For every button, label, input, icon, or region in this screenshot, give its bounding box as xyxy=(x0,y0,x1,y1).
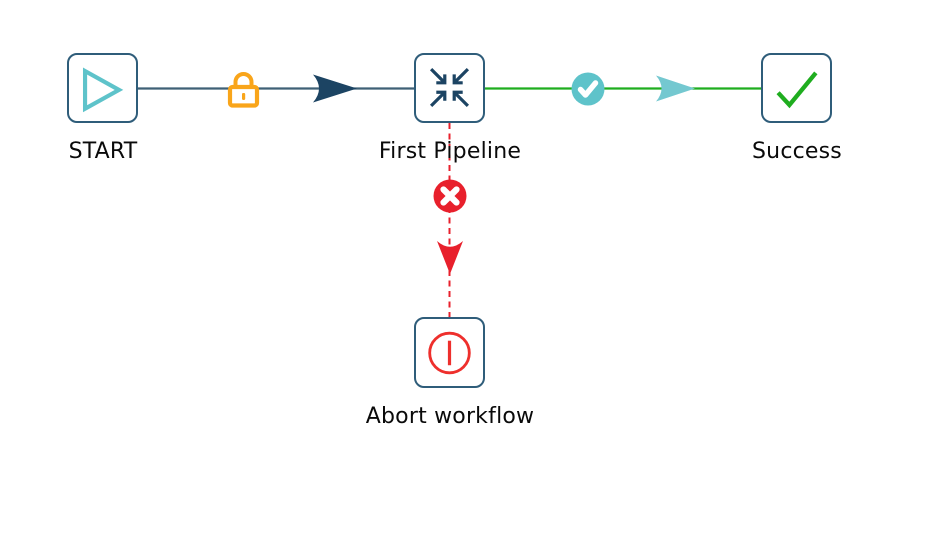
lock-icon[interactable] xyxy=(227,72,260,108)
node-first-pipeline[interactable] xyxy=(414,53,485,123)
play-icon xyxy=(82,67,124,113)
node-success[interactable] xyxy=(761,53,832,123)
node-label-first-pipeline: First Pipeline xyxy=(378,139,522,164)
check-badge-icon[interactable] xyxy=(571,72,605,106)
edge-start-to-pipeline xyxy=(138,74,416,103)
edge-pipeline-to-success xyxy=(485,75,761,102)
arrowhead-navy xyxy=(313,74,357,103)
arrowhead-teal xyxy=(656,75,695,102)
check-icon xyxy=(776,71,818,109)
edge-pipeline-to-abort xyxy=(437,123,463,317)
node-abort-workflow[interactable] xyxy=(414,317,485,388)
compress-arrows-icon xyxy=(429,68,470,108)
node-label-abort-workflow: Abort workflow xyxy=(365,404,535,429)
node-start[interactable] xyxy=(67,53,138,123)
node-label-success: Success xyxy=(752,139,842,164)
x-badge-icon[interactable] xyxy=(433,179,467,213)
node-label-start: START xyxy=(68,139,138,164)
stop-icon xyxy=(428,331,471,375)
arrowhead-red xyxy=(437,241,463,274)
